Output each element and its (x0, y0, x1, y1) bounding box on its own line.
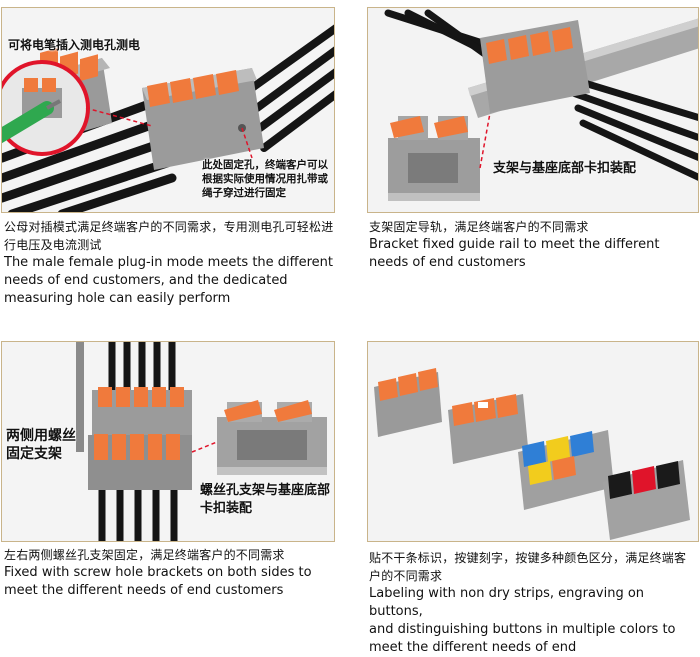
color-button-connectors (368, 342, 698, 541)
caption-guide-rail-cn: 支架固定导轨，满足终端客户的不同需求 (369, 220, 589, 234)
connector-plug-illustration (2, 8, 334, 212)
screw-bracket-illustration (2, 342, 334, 541)
caption-guide-rail: 支架固定导轨，满足终端客户的不同需求 Bracket fixed guide r… (369, 218, 699, 272)
bracket-clip-callout: 支架与基座底部卡扣装配 (493, 161, 637, 176)
caption-color-buttons-cn: 贴不干条标识，按键刻字，按键多种颜色区分，满足终端客户的不同需求 (369, 551, 687, 583)
caption-plug-in: 公母对插模式满足终端客户的不同需求，专用测电孔可轻松进行电压及电流测试 The … (4, 218, 334, 308)
connector-orange-small (374, 368, 442, 437)
connector-orange-engraved (448, 394, 528, 464)
caption-screw-bracket-en: Fixed with screw hole brackets on both s… (4, 565, 312, 598)
caption-screw-bracket-cn: 左右两侧螺丝孔支架固定，满足终端客户的不同需求 (4, 548, 285, 562)
panel-color-buttons (367, 341, 699, 542)
test-hole-label: 可将电笔插入测电孔测电 (8, 38, 141, 52)
bracket-rail-illustration (368, 8, 698, 212)
screw-bracket-callout: 螺丝孔支架与基座底部卡扣装配 (200, 483, 331, 516)
caption-en-part1: Labeling with non dry strips, engraving … (369, 586, 645, 601)
panel-screw-bracket: 两侧用螺丝固定支架 螺丝孔支架与基座底部卡扣装配 (1, 341, 335, 542)
caption-en-part2: buttons, (369, 604, 423, 619)
caption-color-buttons-en-line1: Labeling with non dry strips, engraving … (369, 585, 697, 621)
panel-bracket-guide-rail: 支架与基座底部卡扣装配 (367, 7, 699, 213)
screw-bracket-assembly (217, 400, 327, 475)
caption-color-buttons: 贴不干条标识，按键刻字，按键多种颜色区分，满足终端客户的不同需求 Labelin… (369, 549, 697, 657)
connector-multicolor (518, 430, 614, 510)
caption-plug-in-cn: 公母对插模式满足终端客户的不同需求，专用测电孔可轻松进行电压及电流测试 (4, 220, 334, 252)
caption-en-part3: and distinguishing buttons in multiple (369, 622, 616, 637)
female-connector (142, 68, 264, 170)
bracket-base-assembly (388, 116, 480, 201)
caption-color-buttons-en-line3: meet the different needs of end (369, 640, 577, 655)
panel-plug-in-test-hole: 可将电笔插入测电孔测电 此处固定孔，终端客户可以根据实际使用情况用扎带或绳子穿过… (1, 7, 335, 213)
caption-en-part4: colors to (619, 622, 676, 637)
fixing-hole-callout: 此处固定孔，终端客户可以根据实际使用情况用扎带或绳子穿过进行固定 (202, 159, 328, 199)
screw-sides-label: 两侧用螺丝固定支架 (6, 428, 76, 462)
test-pen-zoom (2, 60, 90, 156)
connector-red-black (603, 460, 690, 540)
caption-guide-rail-en: Bracket fixed guide rail to meet the dif… (369, 237, 660, 270)
caption-screw-bracket: 左右两侧螺丝孔支架固定，满足终端客户的不同需求 Fixed with screw… (4, 546, 334, 600)
caption-color-buttons-en-line2: and distinguishing buttons in multiple c… (369, 621, 697, 639)
caption-plug-in-en: The male female plug-in mode meets the d… (4, 255, 333, 306)
